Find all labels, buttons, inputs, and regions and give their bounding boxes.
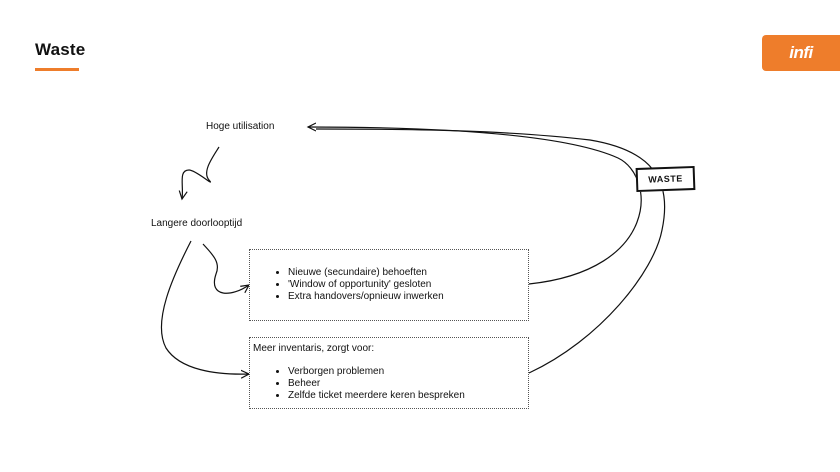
title-underline — [35, 68, 79, 71]
infi-logo: infi — [762, 35, 840, 71]
logo-text: infi — [789, 43, 813, 62]
box-inventaris: Meer inventaris, zorgt voor: Verborgen p… — [249, 337, 529, 409]
box1-item: Extra handovers/opnieuw inwerken — [288, 291, 528, 303]
node-langere-doorlooptijd: Langere doorlooptijd — [151, 218, 243, 229]
box1-item: Nieuwe (secundaire) behoeften — [288, 267, 528, 279]
arrow-utilisation-to-doorlooptijd — [182, 146, 220, 199]
waste-tag-label: WASTE — [648, 173, 683, 185]
box2-item: Zelfde ticket meerdere keren bespreken — [288, 390, 528, 402]
curve-box2-to-utilisation — [315, 128, 666, 374]
box2-item: Verborgen problemen — [288, 366, 528, 378]
slide-title: Waste — [35, 40, 86, 59]
box-gevolgen: Nieuwe (secundaire) behoeften 'Window of… — [249, 249, 529, 321]
arrow-box1-to-utilisation — [308, 127, 642, 285]
waste-tag: WASTE — [635, 165, 696, 193]
box2-heading: Meer inventaris, zorgt voor: — [253, 343, 375, 354]
box1-item: 'Window of opportunity' gesloten — [288, 279, 528, 291]
arrow-doorlooptijd-to-box1 — [202, 243, 249, 294]
box2-item: Beheer — [288, 378, 528, 390]
arrow-doorlooptijd-to-box2 — [160, 240, 249, 374]
node-hoge-utilisation: Hoge utilisation — [206, 121, 275, 132]
